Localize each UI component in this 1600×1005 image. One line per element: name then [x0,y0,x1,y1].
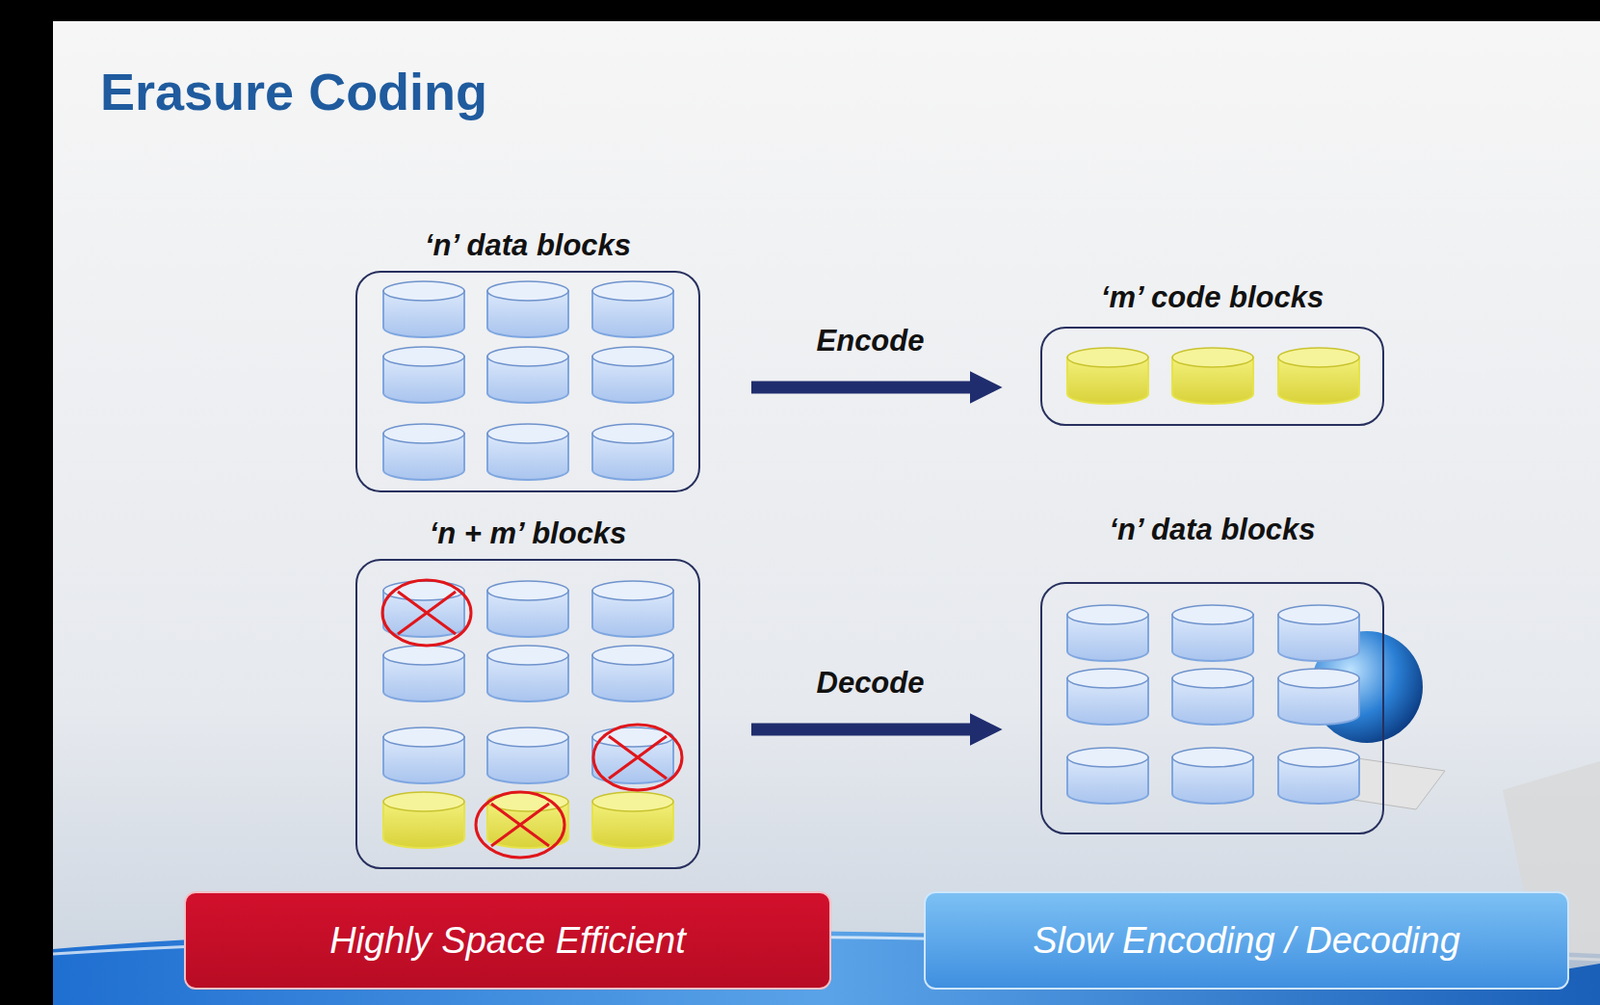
disk-cylinder [383,423,465,480]
disk-cylinder [1067,747,1149,804]
disk-cylinder [487,791,569,848]
group-heading: ‘n + m’ blocks [299,516,757,551]
badge-text: Highly Space Efficient [329,919,686,962]
disk-cylinder [487,645,569,702]
failed-mark [475,791,565,858]
cylinder-group [382,281,1360,858]
disk-cylinder [1172,668,1254,725]
disk-cylinder [592,346,674,403]
disk-cylinder [383,346,465,403]
disk-cylinder [1278,668,1360,725]
disk-cylinder [383,281,465,338]
slide-title: Erasure Coding [100,61,488,122]
block-group: ‘n’ data blocks [1040,581,1385,835]
failed-mark [382,579,472,646]
slide-ground [52,21,1600,1005]
disk-cylinder [1067,668,1149,725]
arrow-label: Encode [816,323,925,359]
arrow-label: Decode [816,665,925,701]
badge-text: Slow Encoding / Decoding [1032,919,1461,962]
disk-cylinder [487,727,569,784]
disk-cylinder [1067,347,1149,404]
disk-cylinder [487,346,569,403]
disk-cylinder [592,281,674,338]
disk-cylinder [1278,747,1360,804]
disk-cylinder [487,580,569,637]
failed-mark [593,724,682,790]
disk-cylinder [592,580,674,637]
disk-cylinder [1172,347,1254,404]
flow-arrow [751,381,990,394]
disk-cylinder [592,791,674,848]
block-group: ‘n + m’ blocks [355,558,701,869]
feature-badge: Slow Encoding / Decoding [923,891,1570,990]
disk-cylinder [383,727,465,784]
disk-cylinder [1172,604,1254,661]
disk-cylinder [1067,604,1149,661]
disk-cylinder [1278,347,1360,404]
group-heading: ‘n’ data blocks [299,228,757,263]
group-heading: ‘n’ data blocks [984,512,1441,548]
block-group: ‘m’ code blocks [1040,326,1385,426]
disk-cylinder [487,281,569,338]
feature-badge: Highly Space Efficient [183,891,832,990]
disk-cylinder [383,645,465,702]
block-group: ‘n’ data blocks [355,270,701,493]
disk-cylinder [1278,604,1360,661]
group-heading: ‘m’ code blocks [984,280,1441,315]
disk-cylinder [1172,747,1254,804]
disk-cylinder [592,423,674,480]
disk-cylinder [383,791,465,848]
disk-cylinder [487,423,569,480]
flow-arrow [751,723,990,736]
disk-cylinder [592,645,674,702]
